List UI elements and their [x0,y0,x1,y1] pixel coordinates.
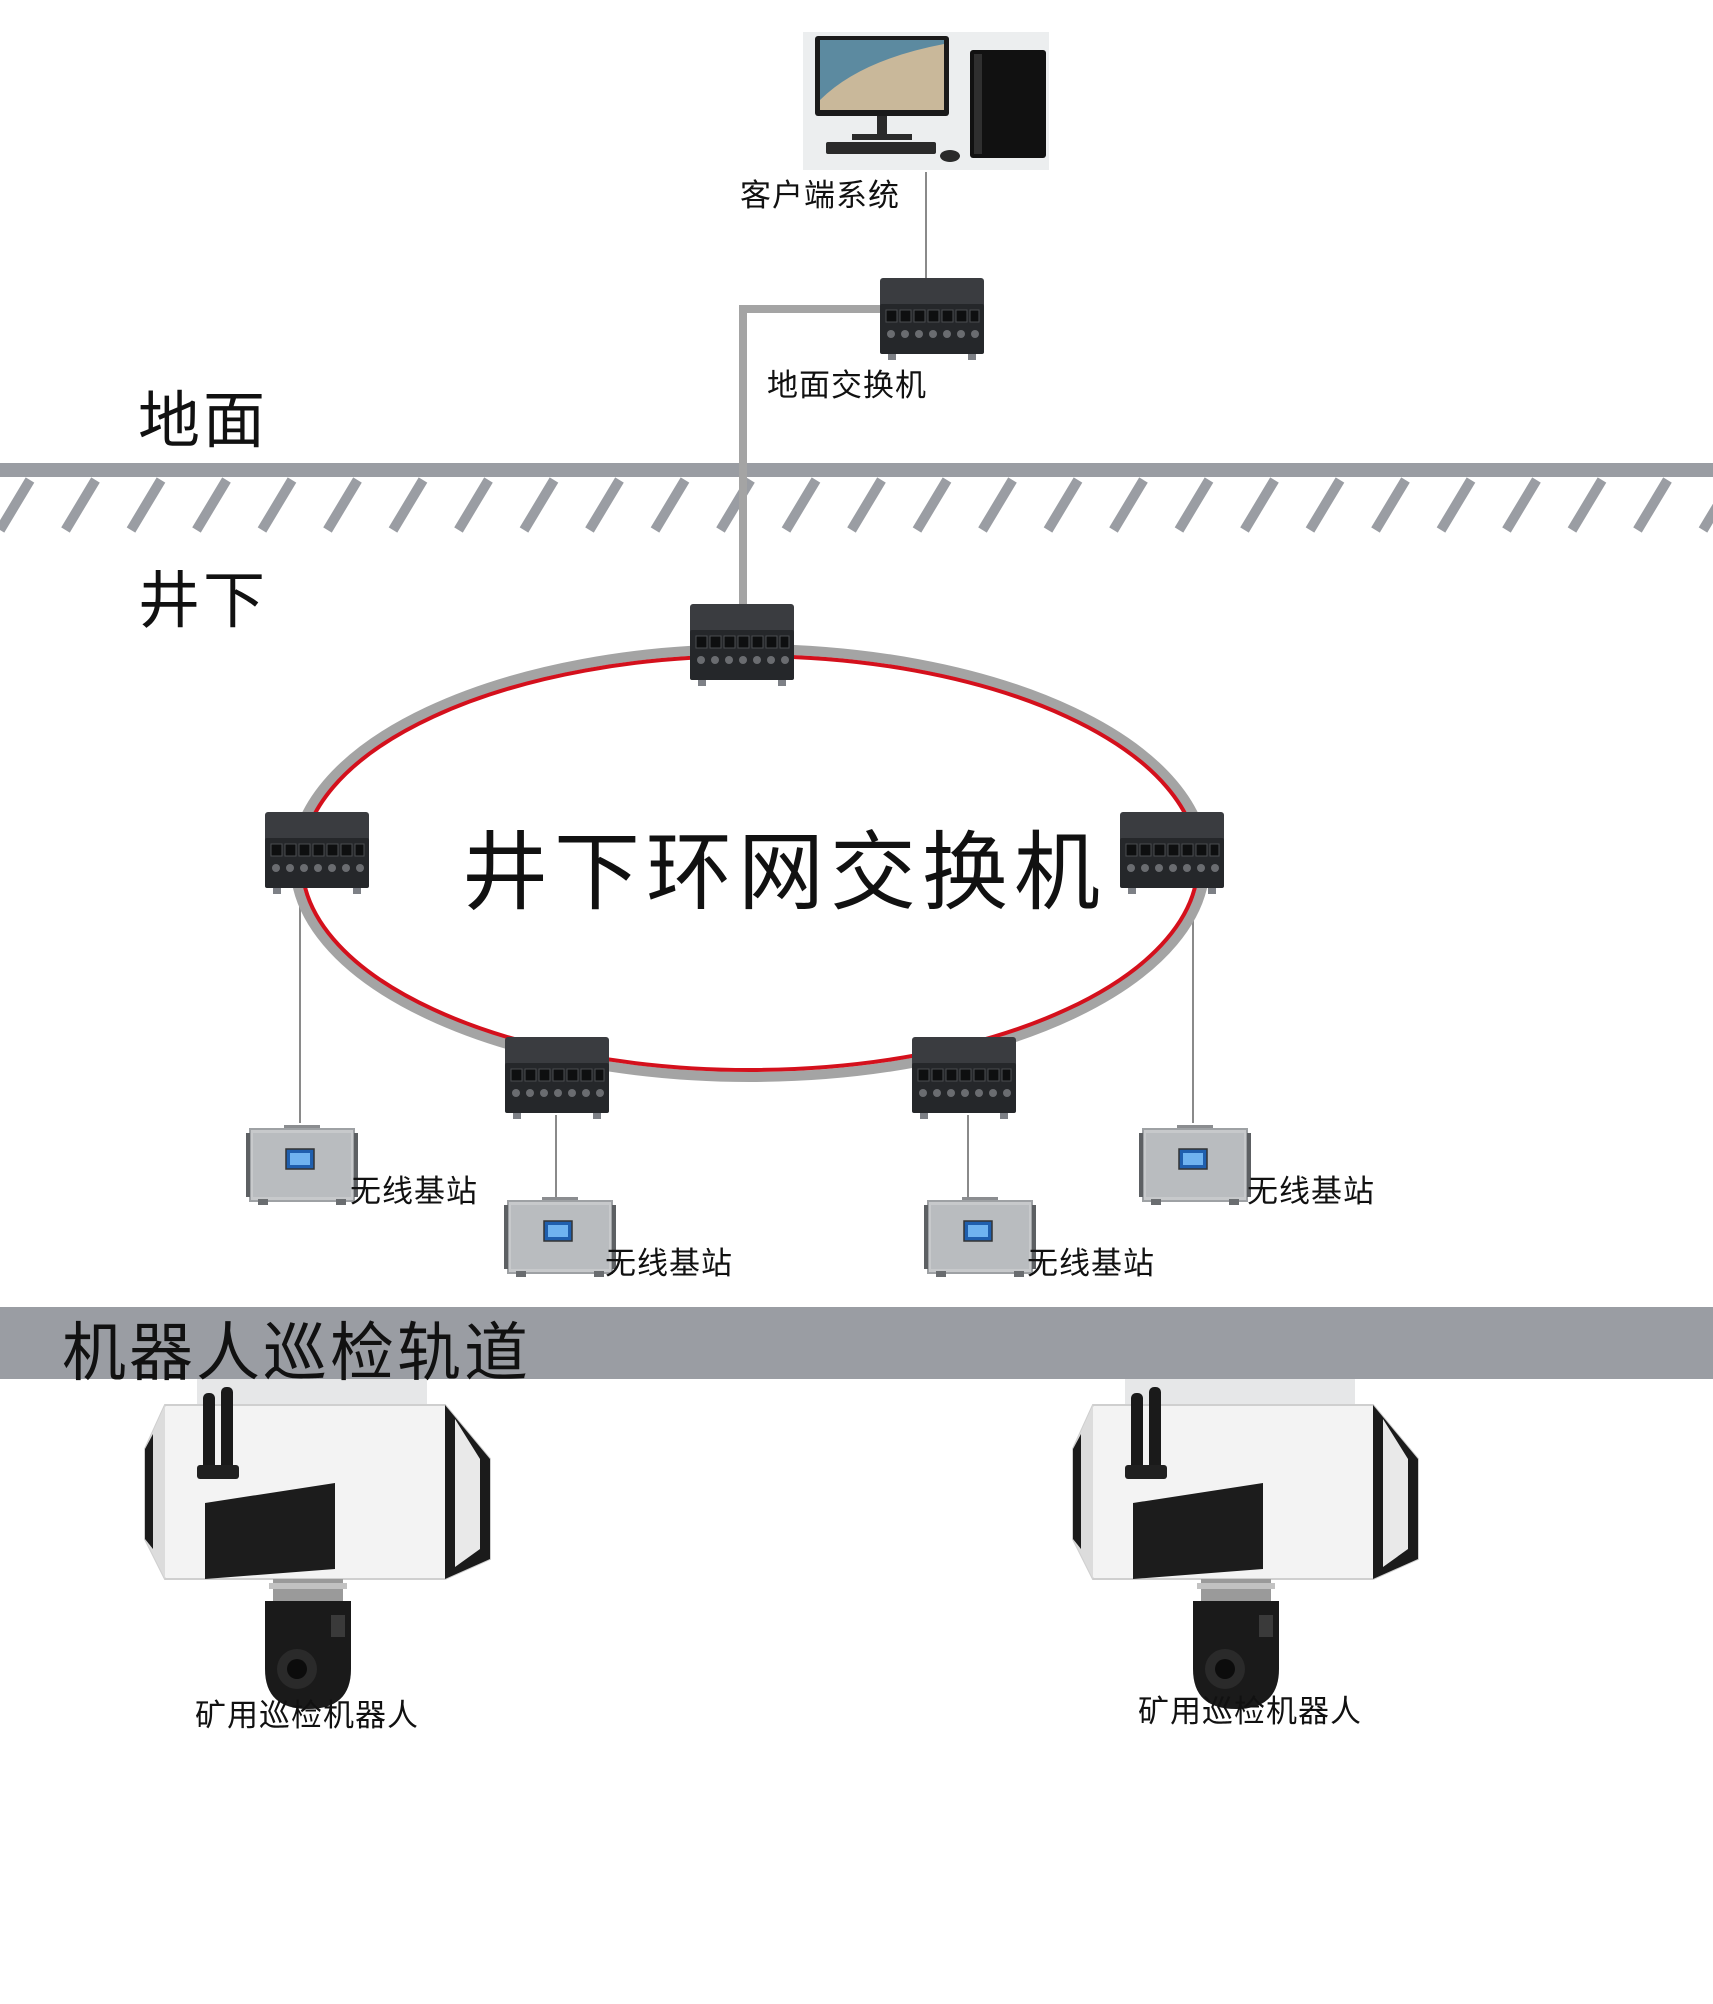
hatch-stroke [786,480,816,530]
hatch-stroke [1441,480,1471,530]
hatch-stroke [983,480,1013,530]
ring-switch-top-icon [690,604,794,686]
hatch-stroke [66,480,96,530]
ring-switch-title: 井下环网交换机 [462,802,1106,927]
ground-switch-icon [880,278,984,360]
base-station-3-icon [924,1197,1036,1277]
hatch-stroke [393,480,423,530]
hatch-stroke [328,480,358,530]
base-station-2-label: 无线基站 [605,1238,733,1283]
hatch-stroke [590,480,620,530]
hatch-stroke [1376,480,1406,530]
robot-left-label: 矿用巡检机器人 [195,1690,419,1735]
ring-switch-bottom-right-icon [912,1037,1016,1119]
ground-switch-label: 地面交换机 [767,360,927,405]
ring-switch-bottom-left-icon [505,1037,609,1119]
hatch-stroke [852,480,882,530]
hatch-stroke [459,480,489,530]
hatch-stroke [1310,480,1340,530]
ground-line [0,463,1713,477]
base-station-2-icon [504,1197,616,1277]
hatch-stroke [197,480,227,530]
hatch-stroke [1638,480,1668,530]
hatch-stroke [1114,480,1144,530]
cable-ground-switch-to-ring [743,309,880,606]
hatch-stroke [1507,480,1537,530]
hatch-stroke [131,480,161,530]
hatch-stroke [917,480,947,530]
base-station-1-icon [246,1125,358,1205]
base-station-3-label: 无线基站 [1027,1238,1155,1283]
cables [300,172,1193,1197]
hatch-stroke [524,480,554,530]
underground-section-label: 井下 [138,550,268,640]
robot-right-icon [1073,1379,1418,1709]
hatch-stroke [655,480,685,530]
hatch-stroke [1572,480,1602,530]
base-station-1-label: 无线基站 [350,1166,478,1211]
client-system-label: 客户端系统 [740,170,900,215]
robot-right-label: 矿用巡检机器人 [1138,1686,1362,1731]
ground-hatching [0,480,1713,530]
ring-switch-left-icon [265,812,369,894]
hatch-stroke [1245,480,1275,530]
computer-icon [803,32,1049,170]
hatch-stroke [262,480,292,530]
robot-rail-label: 机器人巡检轨道 [62,1302,531,1394]
ground-section-label: 地面 [138,370,268,460]
hatch-stroke [1703,480,1713,530]
robot-left-icon [145,1379,490,1709]
ring-switch-right-icon [1120,812,1224,894]
hatch-stroke [1179,480,1209,530]
hatch-stroke [0,480,30,530]
base-station-4-label: 无线基站 [1247,1166,1375,1211]
hatch-stroke [1048,480,1078,530]
base-station-4-icon [1139,1125,1251,1205]
